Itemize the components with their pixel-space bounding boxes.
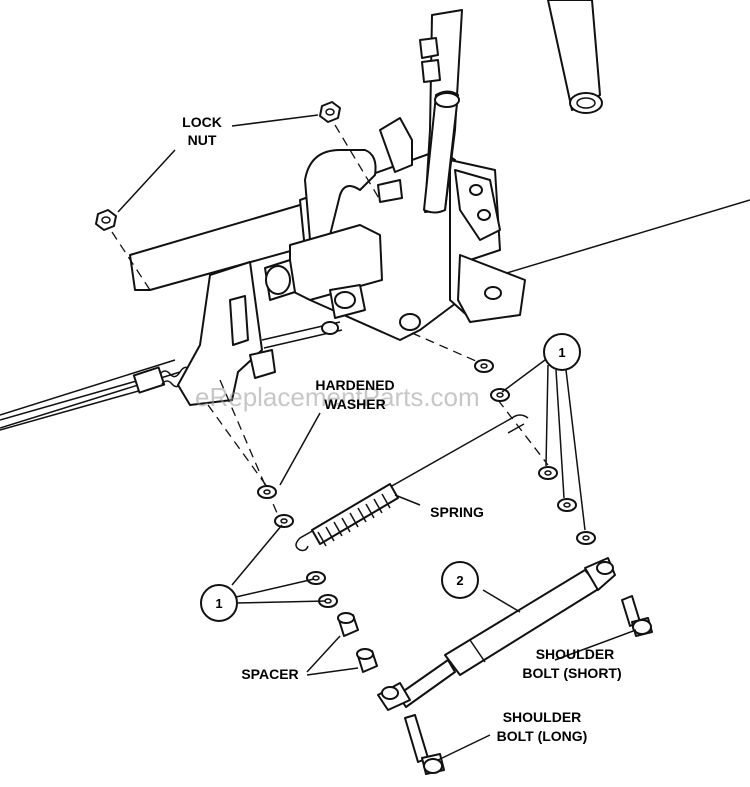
label-shoulder-bolt-short-line2: BOLT (SHORT): [522, 665, 621, 681]
label-shoulder-bolt-long-line2: BOLT (LONG): [497, 728, 588, 744]
callout-right-1-number: 1: [558, 345, 565, 360]
callout-left-1-number: 1: [215, 596, 222, 611]
washer-d: [557, 498, 577, 512]
shift-bracket-assembly: [129, 149, 526, 406]
shift-lever: [379, 9, 501, 241]
callout-damper-2: 2: [441, 561, 479, 599]
washer-b: [490, 388, 510, 402]
leader-lines: [117, 114, 637, 761]
callout-right-1: 1: [543, 333, 581, 371]
callout-left-1: 1: [200, 584, 238, 622]
shoulder-bolt-long: [404, 714, 445, 775]
damper-cylinder: [377, 557, 616, 711]
label-spring: SPRING: [430, 504, 484, 520]
label-hardened-washer-line1: HARDENED: [315, 377, 394, 393]
washer-a: [474, 359, 494, 373]
spring: [295, 414, 529, 552]
watermark: eReplacementParts.com: [195, 382, 480, 412]
label-shoulder-bolt-short-line1: SHOULDER: [536, 646, 615, 662]
callout-damper-2-number: 2: [456, 573, 463, 588]
label-hardened-washer-line2: WASHER: [324, 396, 385, 412]
lock-nut-top: [319, 101, 341, 123]
washer-h: [306, 571, 326, 585]
tube-upper-right: [547, 0, 603, 114]
label-shoulder-bolt-long-line1: SHOULDER: [503, 709, 582, 725]
washer-c: [538, 466, 558, 480]
lock-nut-left: [95, 209, 117, 231]
spacer-bottom: [356, 648, 378, 673]
label-spacer: SPACER: [241, 666, 298, 682]
washer-f: [257, 485, 277, 499]
label-lock-nut-line2: NUT: [188, 132, 217, 148]
spacer-top: [337, 612, 359, 637]
washer-g: [274, 514, 294, 528]
washer-e: [576, 531, 596, 545]
shoulder-bolt-short: [621, 595, 653, 637]
label-lock-nut-line1: LOCK: [182, 114, 222, 130]
